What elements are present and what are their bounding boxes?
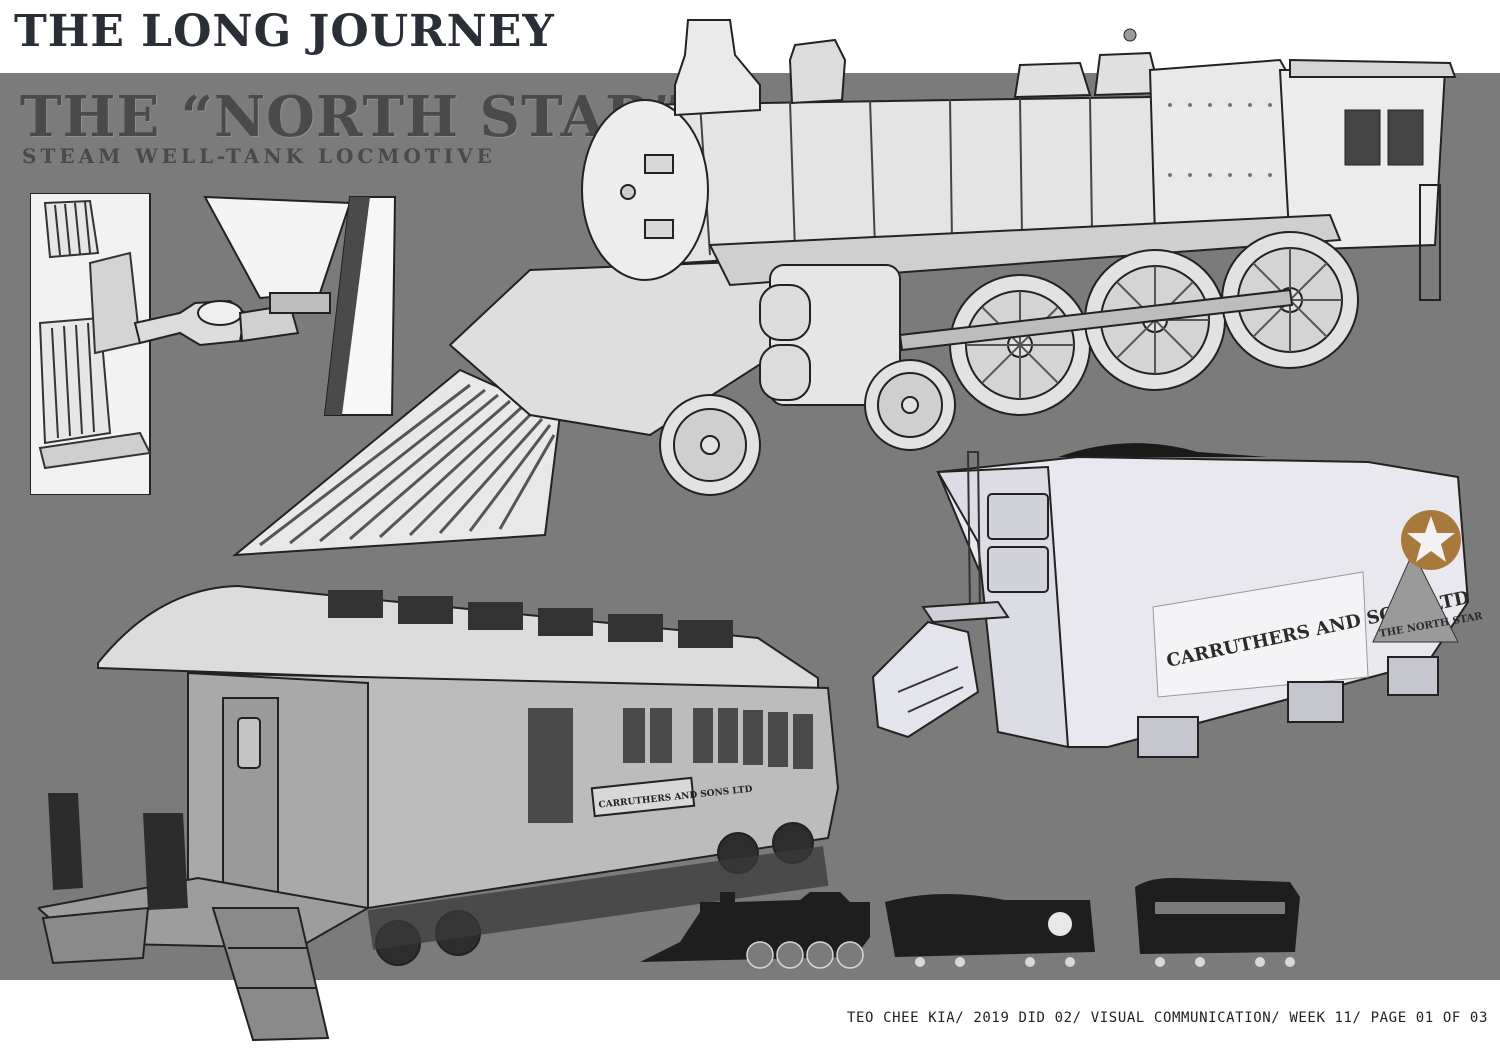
coupler-detail-inset [30, 193, 405, 495]
locomotive-render [231, 19, 1457, 557]
silhouette-star-icon [1048, 912, 1072, 936]
locomotive-type: STEAM WELL-TANK LOCMOTIVE [22, 144, 496, 168]
credit-footer: TEO CHEE KIA/ 2019 DID 02/ VISUAL COMMUN… [846, 1010, 1488, 1026]
train-silhouette-lineup [640, 877, 1300, 969]
page-title: THE LONG JOURNEY [14, 6, 555, 57]
locomotive-name: THE “NORTH STAR” [20, 84, 684, 150]
tender-render: CARRUTHERS AND SONS LTD THE NORTH STAR [871, 443, 1484, 758]
coach-render: CARRUTHERS AND SONS LTD [38, 584, 840, 1042]
